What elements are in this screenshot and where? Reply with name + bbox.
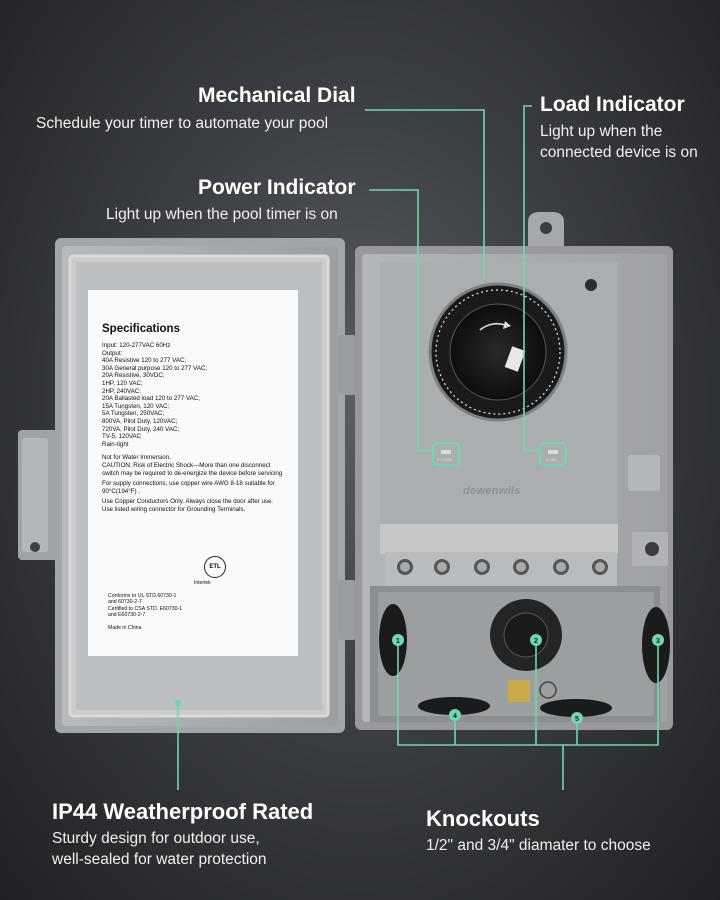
spec-warning: For supply connections, use copper wire … [102,480,275,488]
spec-line: 800VA, Pilot Duty, 120VAC; [102,417,178,425]
load-led-label: LOAD [546,457,557,462]
mechanical-dial-desc: Schedule your timer to automate your poo… [36,115,329,132]
knockout-5-label: 5 [575,716,579,723]
power-indicator-title: Power Indicator [198,176,356,199]
knockout-2-label: 2 [534,638,538,645]
spec-line: Input: 120-277VAC 60Hz [102,342,171,349]
brand-logo: dewenwils [463,485,521,497]
cert-line: and 60730-2-7 [108,599,142,606]
spec-warning: 90°C(194°F) . [102,487,140,495]
load-indicator-led [548,450,558,454]
power-led-label: POWER [437,457,453,462]
spec-warning: Use Copper Conductors Only. Always close… [102,498,274,506]
spec-line: Rain-tight [102,440,129,448]
knockout-4-label: 4 [453,713,457,720]
spec-line: 720VA, Pilot Duty, 240 VAC; [102,425,180,433]
spec-warning: Use listed wiring connector for Groundin… [102,505,246,513]
spec-line: 40A Resistive 120 to 277 VAC; [102,357,187,365]
cert-line: Made in China [108,624,142,631]
knockouts-desc: 1/2" and 3/4" diamater to choose [426,837,651,854]
load-indicator-desc-2: connected device is on [540,144,698,161]
weatherproof-title: IP44 Weatherproof Rated [52,799,314,824]
power-indicator-led [441,450,451,454]
certification-text: Conforms to UL STD.60730-1 and 60730-2-7… [108,593,182,631]
spec-line: 2HP, 240VAC; [102,387,141,395]
knockout-3-label: 3 [656,638,660,645]
weatherproof-desc-1: Sturdy design for outdoor use, [52,830,260,847]
weatherproof-desc-2: well-sealed for water protection [52,851,267,868]
knockout-1-label: 1 [396,638,400,645]
cert-line: and E60730-2-7 [108,612,146,619]
specification-sheet: Specifications Input: 120-277VAC 60Hz Ou… [88,290,298,656]
load-indicator-highlight [539,442,567,466]
spec-title: Specifications [102,323,180,335]
spec-warning: switch may be required to de-energize th… [102,469,283,477]
knockouts-title: Knockouts [426,806,540,831]
mechanical-dial-title: Mechanical Dial [198,84,356,107]
spec-line: 20A Resistive, 30VDC; [102,372,165,380]
spec-warning: Not for Water Immersion. [102,454,171,462]
cert-line: Certified to CSA STD. E60730-1 [108,605,183,612]
spec-line: 30A General purpose 120 to 277 VAC; [102,364,208,372]
terminal-screws [397,559,608,575]
load-indicator-desc-1: Light up when the [540,123,663,140]
spec-line: 5A Tungsten, 250VAC; [102,410,165,418]
cert-line: Conforms to UL STD.60730-1 [108,593,177,599]
etl-subtext: Intertek [194,580,211,586]
knockout-badges: 1 2 3 4 5 [392,634,664,724]
power-indicator-desc: Light up when the pool timer is on [106,206,338,223]
load-indicator-title: Load Indicator [540,93,685,116]
spec-warning: CAUTION: Risk of Electric Shock---More t… [102,461,271,469]
power-indicator-highlight [432,442,460,466]
spec-line: 15A Tungsten, 120 VAC; [102,402,170,410]
spec-line: TV-5, 120VAC [102,433,142,441]
mechanical-dial[interactable] [428,282,568,422]
etl-mark: ETL [204,556,226,578]
spec-line: 1HP, 120 VAC; [102,379,143,387]
callout-lines [177,105,659,790]
spec-line: 20A Ballasted load 120 to 277 VAC; [102,395,200,403]
spec-line: Output: [102,349,123,357]
